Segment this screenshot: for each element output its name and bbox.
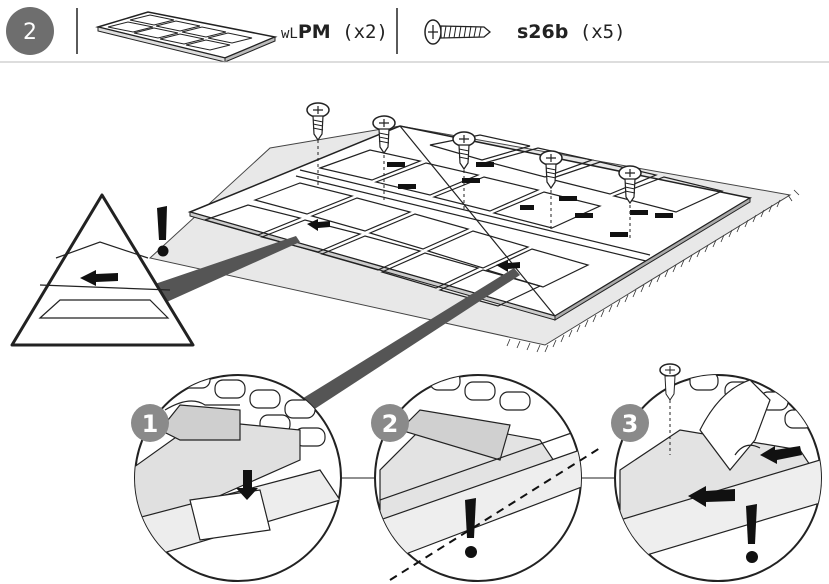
callout-arrow-icon bbox=[80, 270, 118, 286]
callout-triangle bbox=[10, 193, 195, 347]
part-label-2: s26b (x5) bbox=[517, 21, 626, 43]
detail-view-1: 1 bbox=[131, 374, 342, 582]
slide-arrow-right bbox=[496, 260, 520, 272]
exclamation-icon-main bbox=[157, 206, 169, 257]
header: 2 wLPM (x2) bbox=[0, 7, 829, 63]
detail-badge-3 bbox=[611, 404, 649, 442]
detail-number-1: 1 bbox=[142, 410, 159, 438]
callout-pointer bbox=[152, 236, 300, 305]
ground-hatch bbox=[506, 189, 800, 353]
detail-badge-1 bbox=[131, 404, 169, 442]
panel-cells bbox=[203, 125, 724, 317]
exclamation-icon-2 bbox=[465, 498, 477, 558]
step-badge bbox=[6, 7, 54, 55]
clip-tabs bbox=[387, 162, 673, 237]
detail-badge-2 bbox=[371, 404, 409, 442]
step-number: 2 bbox=[23, 20, 37, 45]
detail-view-2: 2 bbox=[371, 374, 601, 582]
warning-callout bbox=[10, 193, 300, 347]
screw-5 bbox=[618, 165, 642, 240]
down-arrow-icon bbox=[236, 470, 258, 500]
screw-icon bbox=[424, 19, 492, 45]
screw-3 bbox=[452, 131, 476, 210]
screw-4 bbox=[539, 150, 563, 230]
callout-detail bbox=[38, 241, 171, 319]
detail-pointer bbox=[300, 268, 520, 412]
detail-number-2: 2 bbox=[382, 410, 399, 438]
floor-frame-edge-right bbox=[554, 197, 751, 321]
part-label-1: wLPM (x2) bbox=[281, 21, 388, 43]
slide-arrow-left bbox=[307, 219, 330, 231]
left-arrow-icon bbox=[688, 486, 735, 507]
floor-panel-icon bbox=[95, 11, 278, 63]
main-assembly-view bbox=[148, 102, 800, 353]
detail-number-3: 3 bbox=[622, 410, 639, 438]
pull-arrow-icon bbox=[760, 446, 802, 464]
detail-view-3: 3 bbox=[611, 363, 822, 582]
screw-1 bbox=[306, 102, 330, 186]
screw-2 bbox=[372, 115, 396, 200]
exclamation-icon-3 bbox=[746, 504, 758, 563]
detail-3-screw bbox=[659, 363, 681, 455]
